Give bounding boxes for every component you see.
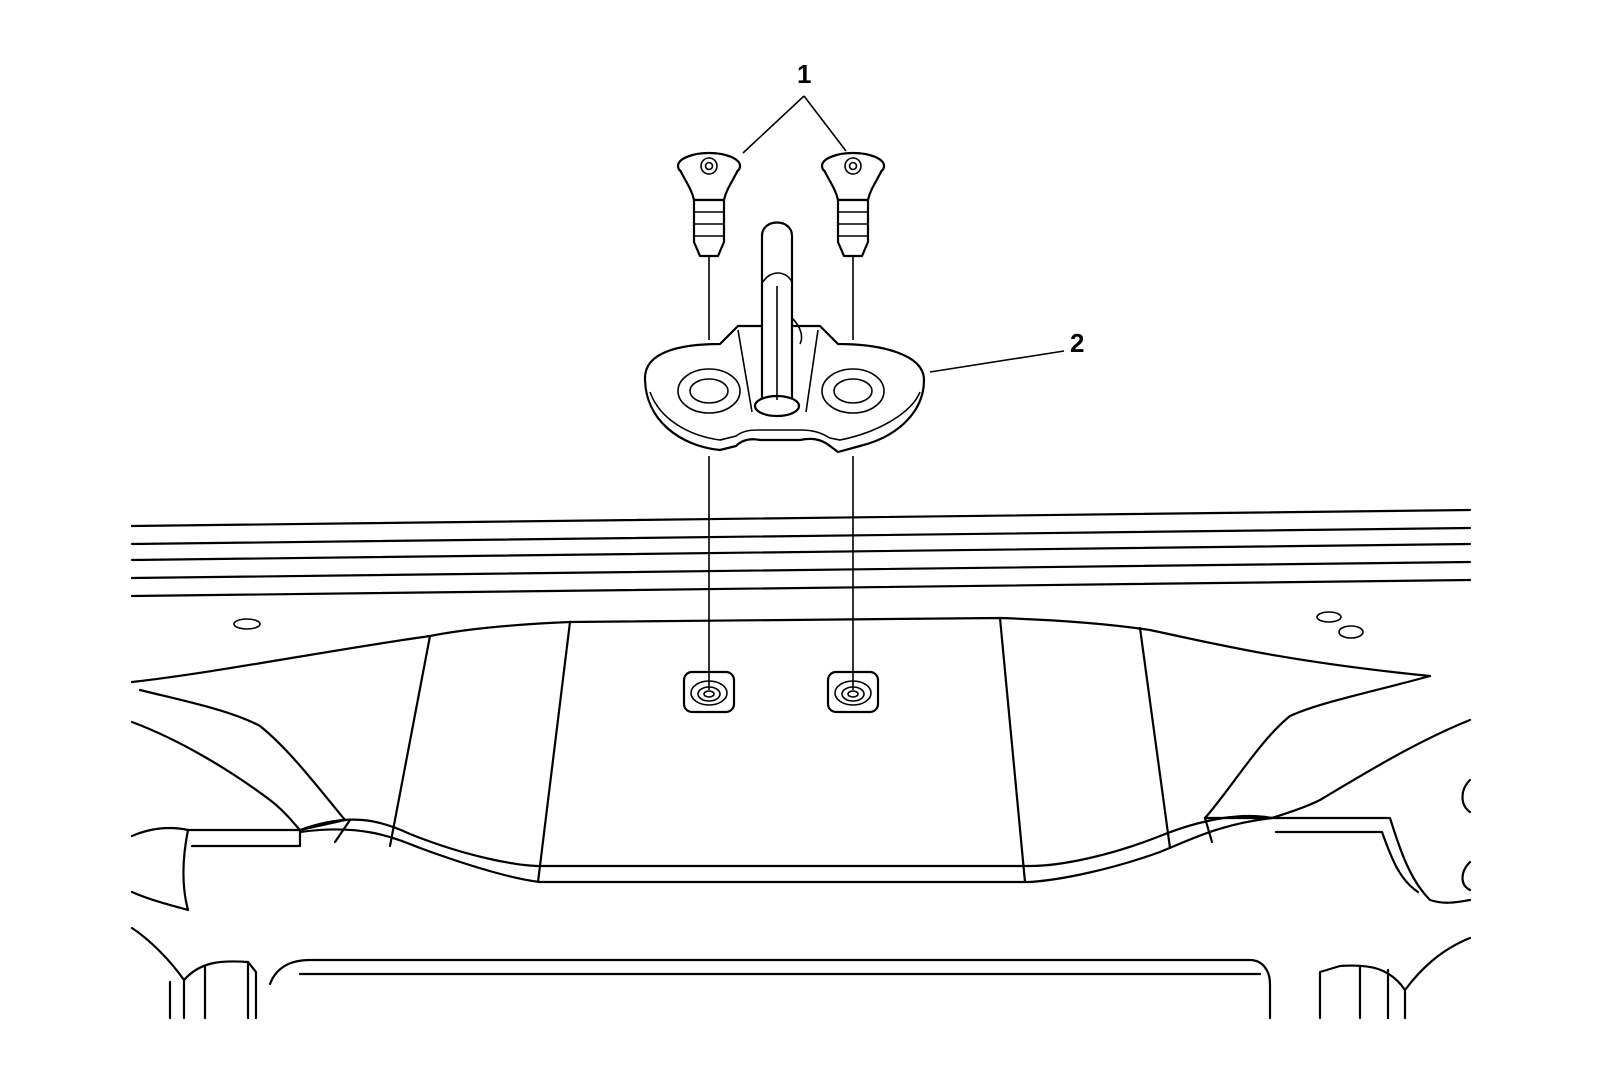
callout-leaders xyxy=(742,95,1065,373)
callout-label-1: 1 xyxy=(797,59,811,89)
alignment-lines xyxy=(708,256,854,690)
body-panel xyxy=(130,508,1472,1020)
fastener-right xyxy=(820,151,886,258)
fastener-left xyxy=(676,151,742,258)
callout-label-2: 2 xyxy=(1070,328,1084,358)
mounting-hole-left xyxy=(682,670,736,714)
striker xyxy=(643,221,926,454)
